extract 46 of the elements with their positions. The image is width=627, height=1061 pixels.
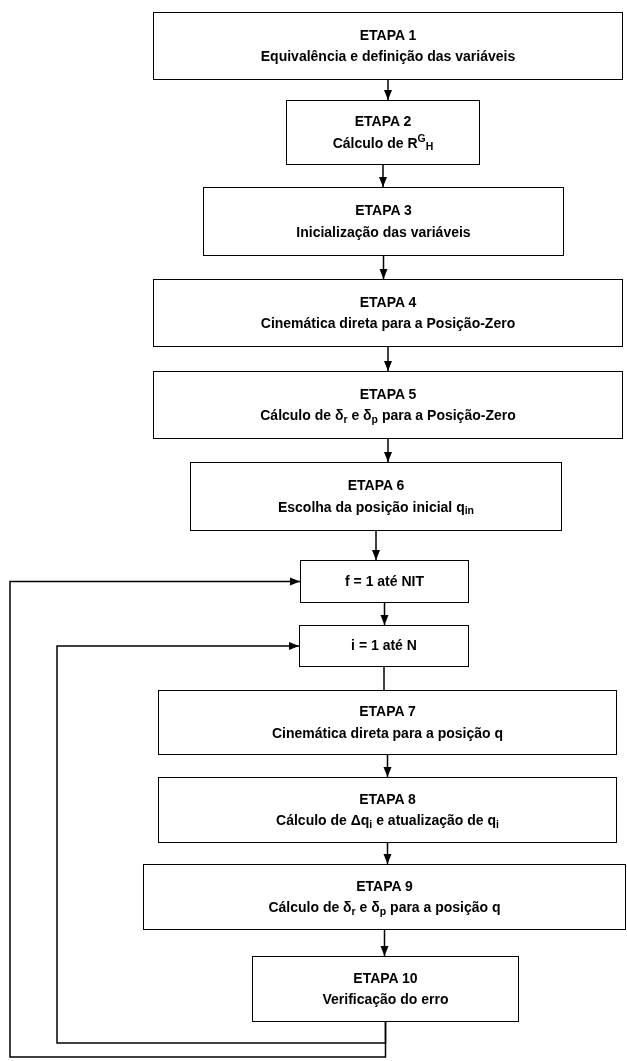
step-text: Verificação do erro — [322, 991, 449, 1009]
arrow — [384, 438, 392, 463]
step-heading: ETAPA 8 — [359, 790, 416, 808]
step-heading: ETAPA 2 — [354, 113, 412, 131]
process-box — [190, 462, 562, 531]
step-text: Cinemática direta para a posição q — [271, 724, 504, 742]
step-text: i = 1 até N — [351, 637, 417, 655]
arrow — [383, 842, 392, 865]
step-text: Equivalência e definição das variáveis — [260, 48, 516, 66]
arrow — [384, 346, 392, 372]
connector-line — [383, 666, 385, 691]
arrow — [380, 929, 389, 957]
arrow — [372, 530, 380, 561]
arrow — [383, 754, 392, 778]
step-text: Inicialização das variáveis — [296, 223, 471, 241]
step-heading: ETAPA 1 — [359, 26, 417, 44]
process-box — [300, 560, 469, 603]
process-box — [153, 371, 623, 439]
process-box — [158, 777, 617, 843]
step-text: Cinemática direta para a Posição-Zero — [260, 315, 516, 333]
step-text: Cálculo de δ$_{r}$ e δ$_{p}$ para a Posição-Zero — [260, 407, 516, 425]
step-heading: ETAPA 5 — [359, 385, 417, 403]
step-text: f = 1 até NIT — [345, 572, 424, 591]
process-box — [143, 864, 626, 930]
step-text: Cálculo de δ$_{r}$ e δ$_{p}$ para a posição q — [268, 899, 501, 917]
arrow — [9, 577, 387, 1058]
process-box — [252, 956, 519, 1022]
arrow — [379, 164, 387, 188]
process-box — [299, 625, 469, 667]
arrow — [379, 255, 388, 280]
step-text: Escolha da posição inicial q$_{in}$ — [277, 498, 475, 516]
step-heading: ETAPA 10 — [353, 969, 418, 987]
step-heading: ETAPA 3 — [355, 202, 412, 220]
arrow — [56, 642, 387, 1044]
step-heading: ETAPA 4 — [359, 293, 417, 311]
process-box — [286, 100, 480, 165]
step-text: Cálculo de Δq$_{i}$ e atualização de q$_{i}$ — [276, 812, 499, 830]
process-box — [158, 690, 617, 755]
process-box — [203, 187, 564, 256]
step-heading: ETAPA 6 — [347, 477, 405, 495]
step-heading: ETAPA 7 — [359, 703, 416, 721]
step-heading: ETAPA 9 — [356, 877, 413, 895]
arrow — [380, 602, 389, 626]
process-box — [153, 12, 623, 80]
arrow — [384, 79, 392, 101]
process-box — [153, 279, 623, 347]
